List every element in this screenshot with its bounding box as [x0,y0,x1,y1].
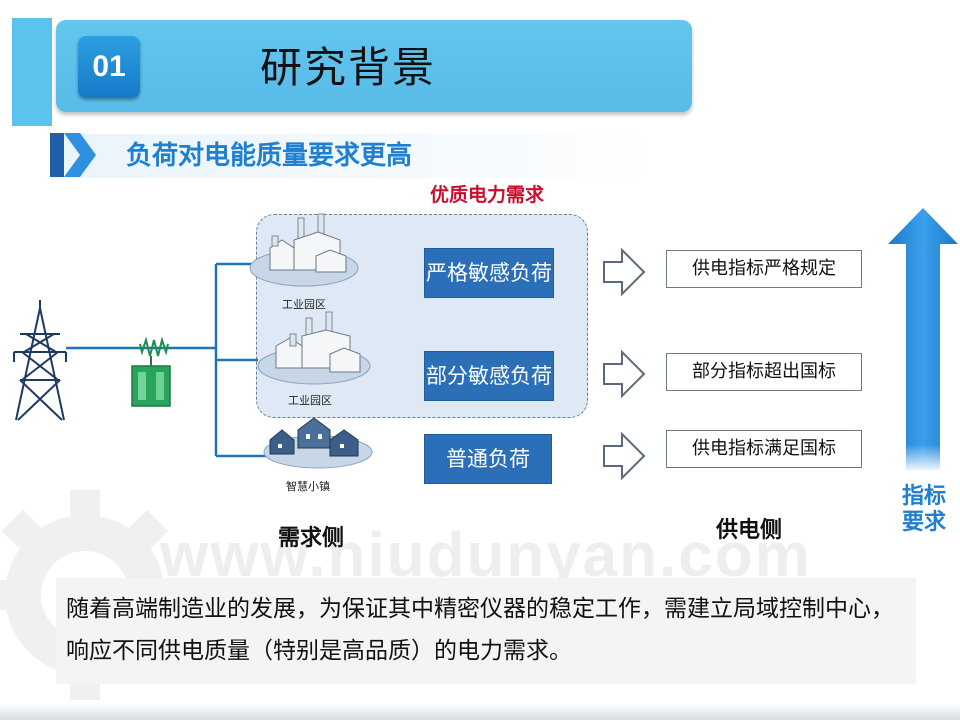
standard-normal: 供电指标满足国标 [666,430,862,468]
transformer-icon [131,336,174,407]
factory-icon [257,311,371,385]
load-normal: 普通负荷 [424,434,552,484]
summary-text: 随着高端制造业的发展，为保证其中精密仪器的稳定工作，需建立局域控制中心，响应不同… [66,596,894,664]
section-number-badge: 01 [78,36,140,98]
power-tower-icon [13,300,67,421]
header-bar [56,20,692,112]
zone-label-town: 智慧小镇 [286,480,330,493]
factory-icon [249,213,359,287]
standard-partial: 部分指标超出国标 [666,353,862,391]
hollow-arrow-right-icon [603,349,646,399]
load-partial-sensitive: 部分敏感负荷 [424,351,554,401]
chevron-right-icon [50,133,96,177]
up-arrow-icon [888,208,958,470]
hollow-arrow-right-icon [603,247,646,297]
town-icon [263,417,373,469]
load-strict-sensitive: 严格敏感负荷 [424,248,554,298]
page-title: 研究背景 [260,43,437,92]
demand-side-label: 需求侧 [278,526,345,551]
footer-shadow [0,704,960,720]
summary-panel [56,578,916,684]
premium-demand-label: 优质电力需求 [430,184,545,206]
zone-label-industrial: 工业园区 [282,298,326,311]
index-requirement-label: 指标要求 [901,484,946,535]
subtitle-background [50,134,660,178]
header-accent-strip [12,18,52,126]
subtitle: 负荷对电能质量要求更高 [126,141,413,171]
standard-strict: 供电指标严格规定 [666,250,862,288]
hollow-arrow-right-icon [603,431,646,481]
zone-label-industrial: 工业园区 [288,394,332,407]
supply-side-label: 供电侧 [716,518,783,543]
